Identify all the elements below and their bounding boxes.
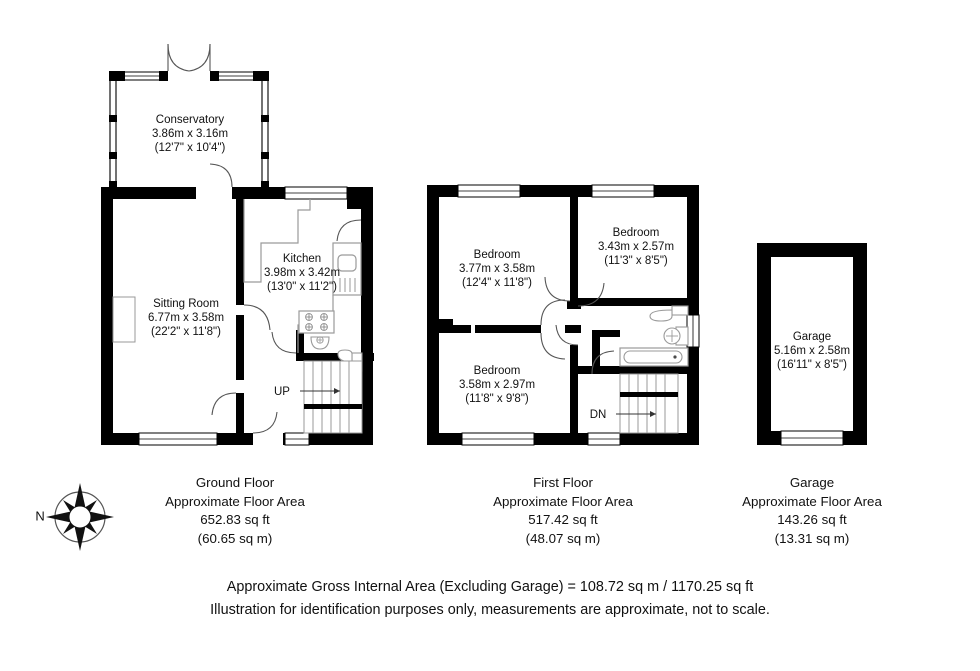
bathroom-fixtures: [619, 305, 689, 367]
garage-caption-title: Garage: [789, 475, 835, 490]
hob-icon: [305, 313, 328, 331]
bedroom-2-dim-imperial: (11'3" x 8'5"): [604, 255, 668, 267]
first-floor-caption-sqm: (48.07 sq m): [525, 530, 601, 546]
conservatory-french-doors: [167, 43, 211, 72]
conservatory-structure: [109, 43, 269, 191]
kitchen-label-group: Kitchen 3.98m x 3.42m (13'0" x 11'2"): [264, 253, 340, 293]
bedroom-1-dim-metric: 3.77m x 3.58m: [459, 263, 535, 275]
toilet-icon: [649, 305, 689, 322]
kitchen-name: Kitchen: [283, 253, 321, 265]
sitting-room-dim-imperial: (22'2" x 11'8"): [151, 326, 221, 338]
sitting-room-name: Sitting Room: [153, 298, 219, 310]
compass-rose-icon: N: [35, 483, 114, 551]
garage-caption-sqft: 143.26 sq ft: [777, 512, 847, 527]
first-staircase: DN: [590, 373, 679, 434]
kitchen-fixtures: [243, 199, 362, 353]
ground-floor-caption-sqft: 652.83 sq ft: [200, 512, 270, 527]
basin-icon: [663, 326, 689, 346]
ground-stair-direction-label: UP: [274, 386, 290, 398]
first-floor-caption-sqft: 517.42 sq ft: [528, 512, 598, 527]
bedroom-3-dim-metric: 3.58m x 2.97m: [459, 379, 535, 391]
footer-disclaimer: Approximate Gross Internal Area (Excludi…: [0, 576, 980, 622]
compass-north-label: N: [35, 508, 44, 523]
bedroom-1-dim-imperial: (12'4" x 11'8"): [462, 277, 532, 289]
bedroom-1-label-group: Bedroom 3.77m x 3.58m (12'4" x 11'8"): [459, 249, 535, 289]
sitting-room-label-group: Sitting Room 6.77m x 3.58m (22'2" x 11'8…: [148, 298, 224, 338]
garage-caption-sqm: (13.31 sq m): [774, 530, 850, 546]
bedroom-3-dim-imperial: (11'8" x 9'8"): [465, 393, 529, 405]
footer-illustration-note: Illustration for identification purposes…: [210, 602, 770, 618]
garage-caption: Garage Approximate Floor Area 143.26 sq …: [662, 474, 962, 548]
garage-name: Garage: [793, 331, 831, 343]
bedroom-1-name: Bedroom: [474, 249, 521, 261]
first-floor-caption: First Floor Approximate Floor Area 517.4…: [413, 474, 713, 548]
first-floor-door-arcs: [540, 276, 615, 375]
first-floor-plan: DN Bedroom 3.77m x 3.58m (12'4" x 11'8")…: [427, 184, 700, 446]
garage-dim-metric: 5.16m x 2.58m: [774, 345, 850, 357]
sitting-room-dim-metric: 6.77m x 3.58m: [148, 312, 224, 324]
garage-plan: Garage 5.16m x 2.58m (16'11" x 8'5"): [757, 243, 867, 446]
ground-floor-caption-heading: Approximate Floor Area: [165, 493, 305, 509]
first-floor-caption-heading: Approximate Floor Area: [493, 493, 633, 509]
first-stair-direction-label: DN: [590, 409, 607, 421]
garage-walls: [757, 243, 867, 446]
ground-floor-plan: UP Conservatory 3.86m x 3.16m (12'7" x 1…: [101, 43, 374, 446]
bathtub-icon: [619, 347, 689, 367]
bedroom-2-name: Bedroom: [613, 227, 660, 239]
footer-gross-area: Approximate Gross Internal Area (Excludi…: [226, 579, 754, 595]
first-floor-walls: [427, 184, 700, 446]
conservatory-dim-metric: 3.86m x 3.16m: [152, 128, 228, 140]
conservatory-name: Conservatory: [156, 114, 225, 126]
ground-staircase: UP: [274, 360, 363, 434]
ground-floor-caption-sqm: (60.65 sq m): [197, 530, 273, 546]
kitchen-dim-imperial: (13'0" x 11'2"): [267, 281, 337, 293]
bedroom-3-name: Bedroom: [474, 365, 521, 377]
wc-basin-icon: [310, 336, 330, 350]
bedroom-2-dim-metric: 3.43m x 2.57m: [598, 241, 674, 253]
first-floor-caption-title: First Floor: [533, 475, 593, 490]
conservatory-label-group: Conservatory 3.86m x 3.16m (12'7" x 10'4…: [152, 114, 228, 154]
ground-floor-walls: [101, 163, 374, 446]
kitchen-dim-metric: 3.98m x 3.42m: [264, 267, 340, 279]
bedroom-2-label-group: Bedroom 3.43m x 2.57m (11'3" x 8'5"): [598, 227, 674, 267]
ground-floor-caption: Ground Floor Approximate Floor Area 652.…: [85, 474, 385, 548]
bedroom-3-label-group: Bedroom 3.58m x 2.97m (11'8" x 9'8"): [459, 365, 535, 405]
conservatory-dim-imperial: (12'7" x 10'4"): [155, 142, 226, 154]
garage-caption-heading: Approximate Floor Area: [742, 493, 882, 509]
ground-floor-caption-title: Ground Floor: [195, 475, 275, 490]
garage-label-group: Garage 5.16m x 2.58m (16'11" x 8'5"): [774, 331, 850, 371]
garage-dim-imperial: (16'11" x 8'5"): [777, 359, 847, 371]
